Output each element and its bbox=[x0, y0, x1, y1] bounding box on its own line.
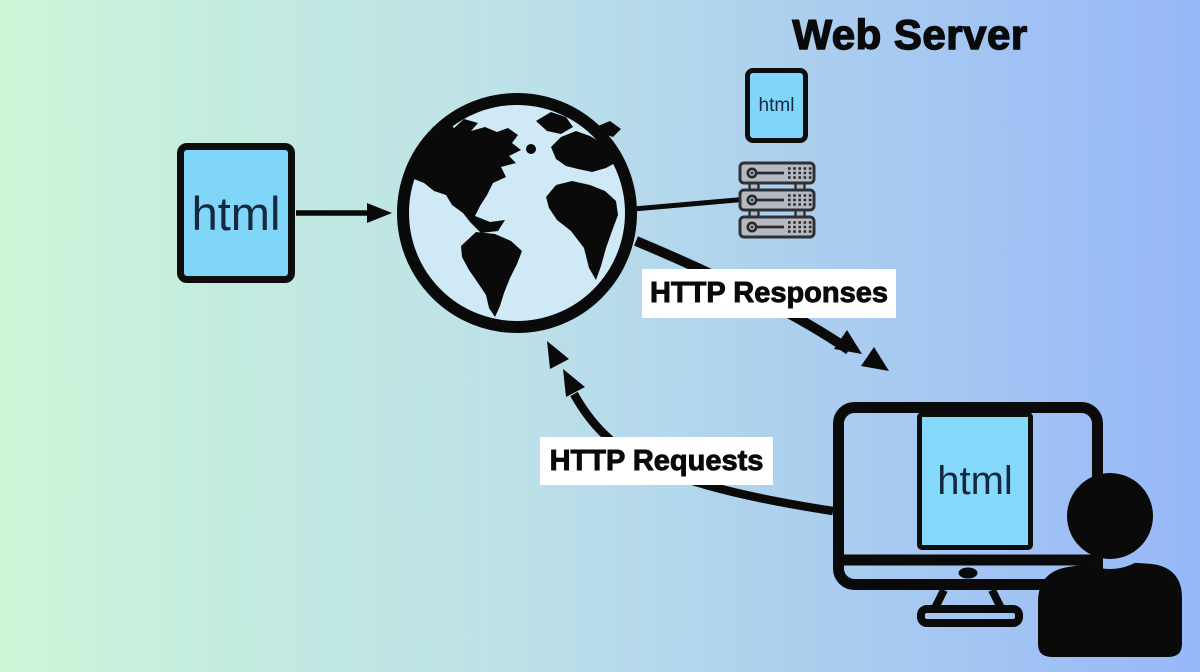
monitor-stand-base bbox=[917, 605, 1023, 627]
server-rack-icon bbox=[738, 161, 816, 239]
html-file-on-server: html bbox=[745, 68, 808, 143]
server-unit bbox=[738, 188, 816, 212]
html-file-source: html bbox=[177, 143, 295, 283]
html-file-source-label: html bbox=[191, 186, 281, 240]
globe-icon bbox=[397, 93, 637, 333]
http-requests-arrow bbox=[547, 341, 834, 516]
http-responses-label: HTTP Responses bbox=[642, 269, 896, 318]
html-file-in-browser: html bbox=[917, 412, 1033, 550]
upload-arrow bbox=[296, 203, 392, 223]
html-file-in-browser-label: html bbox=[937, 458, 1013, 503]
monitor-button bbox=[958, 567, 978, 579]
html-file-on-server-label: html bbox=[758, 94, 795, 116]
server-unit bbox=[738, 161, 816, 185]
user-icon bbox=[1038, 473, 1182, 657]
globe-server-line bbox=[621, 196, 749, 213]
http-requests-label: HTTP Requests bbox=[540, 437, 773, 485]
page-title: Web Server bbox=[792, 10, 1028, 58]
server-unit bbox=[738, 215, 816, 239]
user-head bbox=[1067, 473, 1153, 559]
